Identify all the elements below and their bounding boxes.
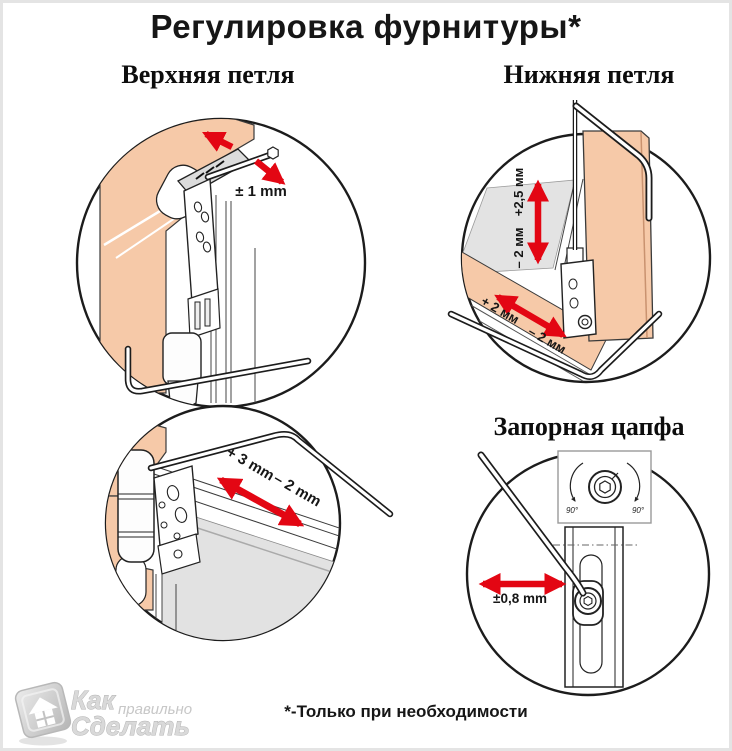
adjustment-label: ± 1 mm (235, 183, 287, 200)
allen-key-icon (477, 451, 587, 597)
upper-hinge-side-diagram: + 3 mm – 2 mm (104, 404, 394, 642)
window-sash-wood (582, 130, 654, 342)
allen-key-icon (572, 100, 653, 250)
watermark-word-3: Сделать (71, 711, 190, 741)
hinge-barrel (117, 449, 155, 563)
lower-hinge-heading: Нижняя петля (503, 60, 675, 89)
site-watermark: Как правильно Сделать (14, 681, 192, 746)
logo-shadow (19, 736, 67, 746)
hinge-pin-sleeve (162, 332, 202, 386)
upper-hinge-diagram: ± 1 mm (75, 117, 367, 409)
adjustment-label: – 2 мм (511, 228, 526, 269)
lower-hinge-diagram: +2,5 мм – 2 мм + 2 мм – 2 мм (447, 100, 712, 384)
upper-hinge-heading: Верхняя петля (121, 60, 295, 89)
locking-cam-diagram: 90° 90° ±0,8 mm (465, 450, 711, 697)
watermark-word-2: правильно (118, 701, 192, 718)
adjustment-arrow-icon (202, 131, 286, 185)
lower-hinge-part (560, 247, 597, 339)
allen-key-bottom-icon (124, 345, 312, 395)
locking-cam-heading: Запорная цапфа (493, 412, 685, 441)
rotate-left-arrow-icon (569, 462, 584, 502)
allen-key-bottom-icon (447, 310, 663, 380)
allen-key-icon (204, 146, 279, 181)
locking-cam-pin (572, 580, 604, 626)
adjustment-arrow-icon (216, 476, 305, 528)
site-logo-icon (14, 681, 72, 739)
watermark-word-1: Как (71, 685, 116, 715)
page-title: Регулировка фурнитуры* (150, 8, 582, 45)
rotation-label: 90° (632, 506, 645, 515)
rotate-right-arrow-icon (626, 462, 641, 502)
rotation-label: 90° (566, 506, 579, 515)
horizontal-adjustment-arrow-icon (494, 294, 567, 338)
cam-rotation-detail-box: 90° 90° (557, 450, 652, 524)
adjustment-label: ±0,8 mm (493, 591, 547, 606)
adjustment-label: +2,5 мм (511, 168, 526, 217)
footnote: *-Только при необходимости (284, 702, 528, 721)
allen-key-icon (147, 430, 394, 518)
